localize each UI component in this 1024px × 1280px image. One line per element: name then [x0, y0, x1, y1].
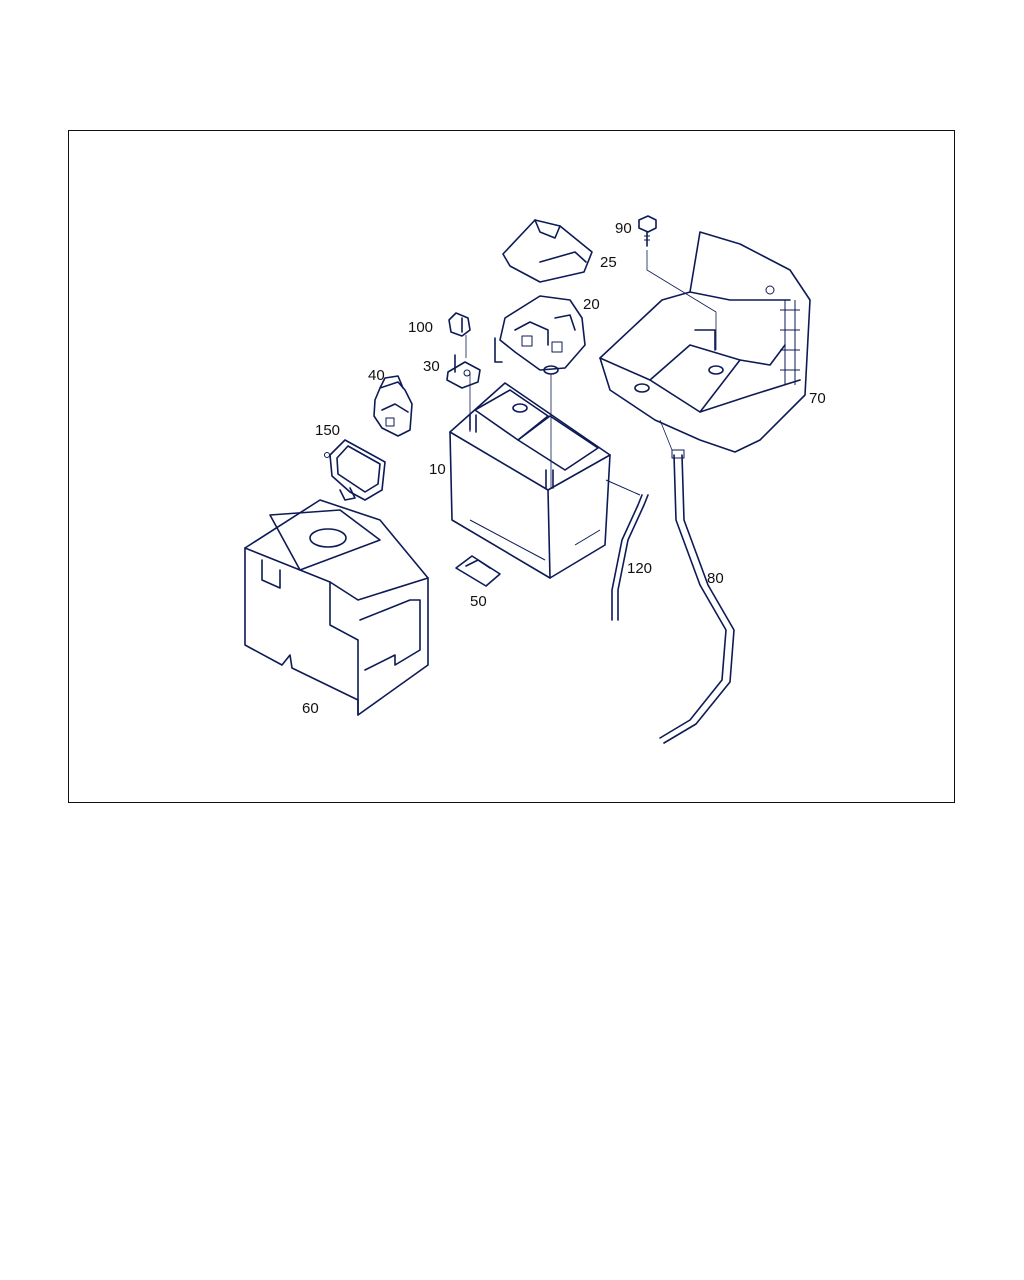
- callout-80: 80: [707, 570, 724, 587]
- callout-150: 150: [315, 422, 340, 439]
- callout-60: 60: [302, 700, 319, 717]
- callout-10: 10: [429, 461, 446, 478]
- part-50-hold-down-clamp[interactable]: [455, 555, 501, 587]
- part-10-battery[interactable]: [449, 382, 611, 579]
- callout-120: 120: [627, 560, 652, 577]
- leader-lines: [465, 250, 717, 488]
- part-40-terminal-clamp[interactable]: [373, 375, 413, 437]
- part-80-drain-hose[interactable]: [659, 449, 735, 744]
- part-60-insulation-cover[interactable]: [244, 499, 429, 716]
- callout-20: 20: [583, 296, 600, 313]
- part-100-connector[interactable]: [448, 312, 471, 337]
- callout-labels: 10 20 25 30 40 50 60 70 80 90 100 120 15…: [302, 220, 826, 717]
- callout-25: 25: [600, 254, 617, 271]
- callout-50: 50: [470, 593, 487, 610]
- callout-100: 100: [408, 319, 433, 336]
- part-25-cover-cap[interactable]: [502, 219, 593, 283]
- callout-40: 40: [368, 367, 385, 384]
- callout-90: 90: [615, 220, 632, 237]
- part-30-terminal-bracket[interactable]: [446, 354, 481, 389]
- part-90-bolt[interactable]: [638, 215, 657, 247]
- callout-70: 70: [809, 390, 826, 407]
- part-70-battery-tray[interactable]: [599, 231, 811, 453]
- part-150-control-module[interactable]: [324, 439, 386, 501]
- part-20-terminal-block[interactable]: [494, 295, 586, 375]
- part-120-vent-hose[interactable]: [605, 479, 649, 621]
- callout-30: 30: [423, 358, 440, 375]
- diagram-frame: [68, 130, 955, 803]
